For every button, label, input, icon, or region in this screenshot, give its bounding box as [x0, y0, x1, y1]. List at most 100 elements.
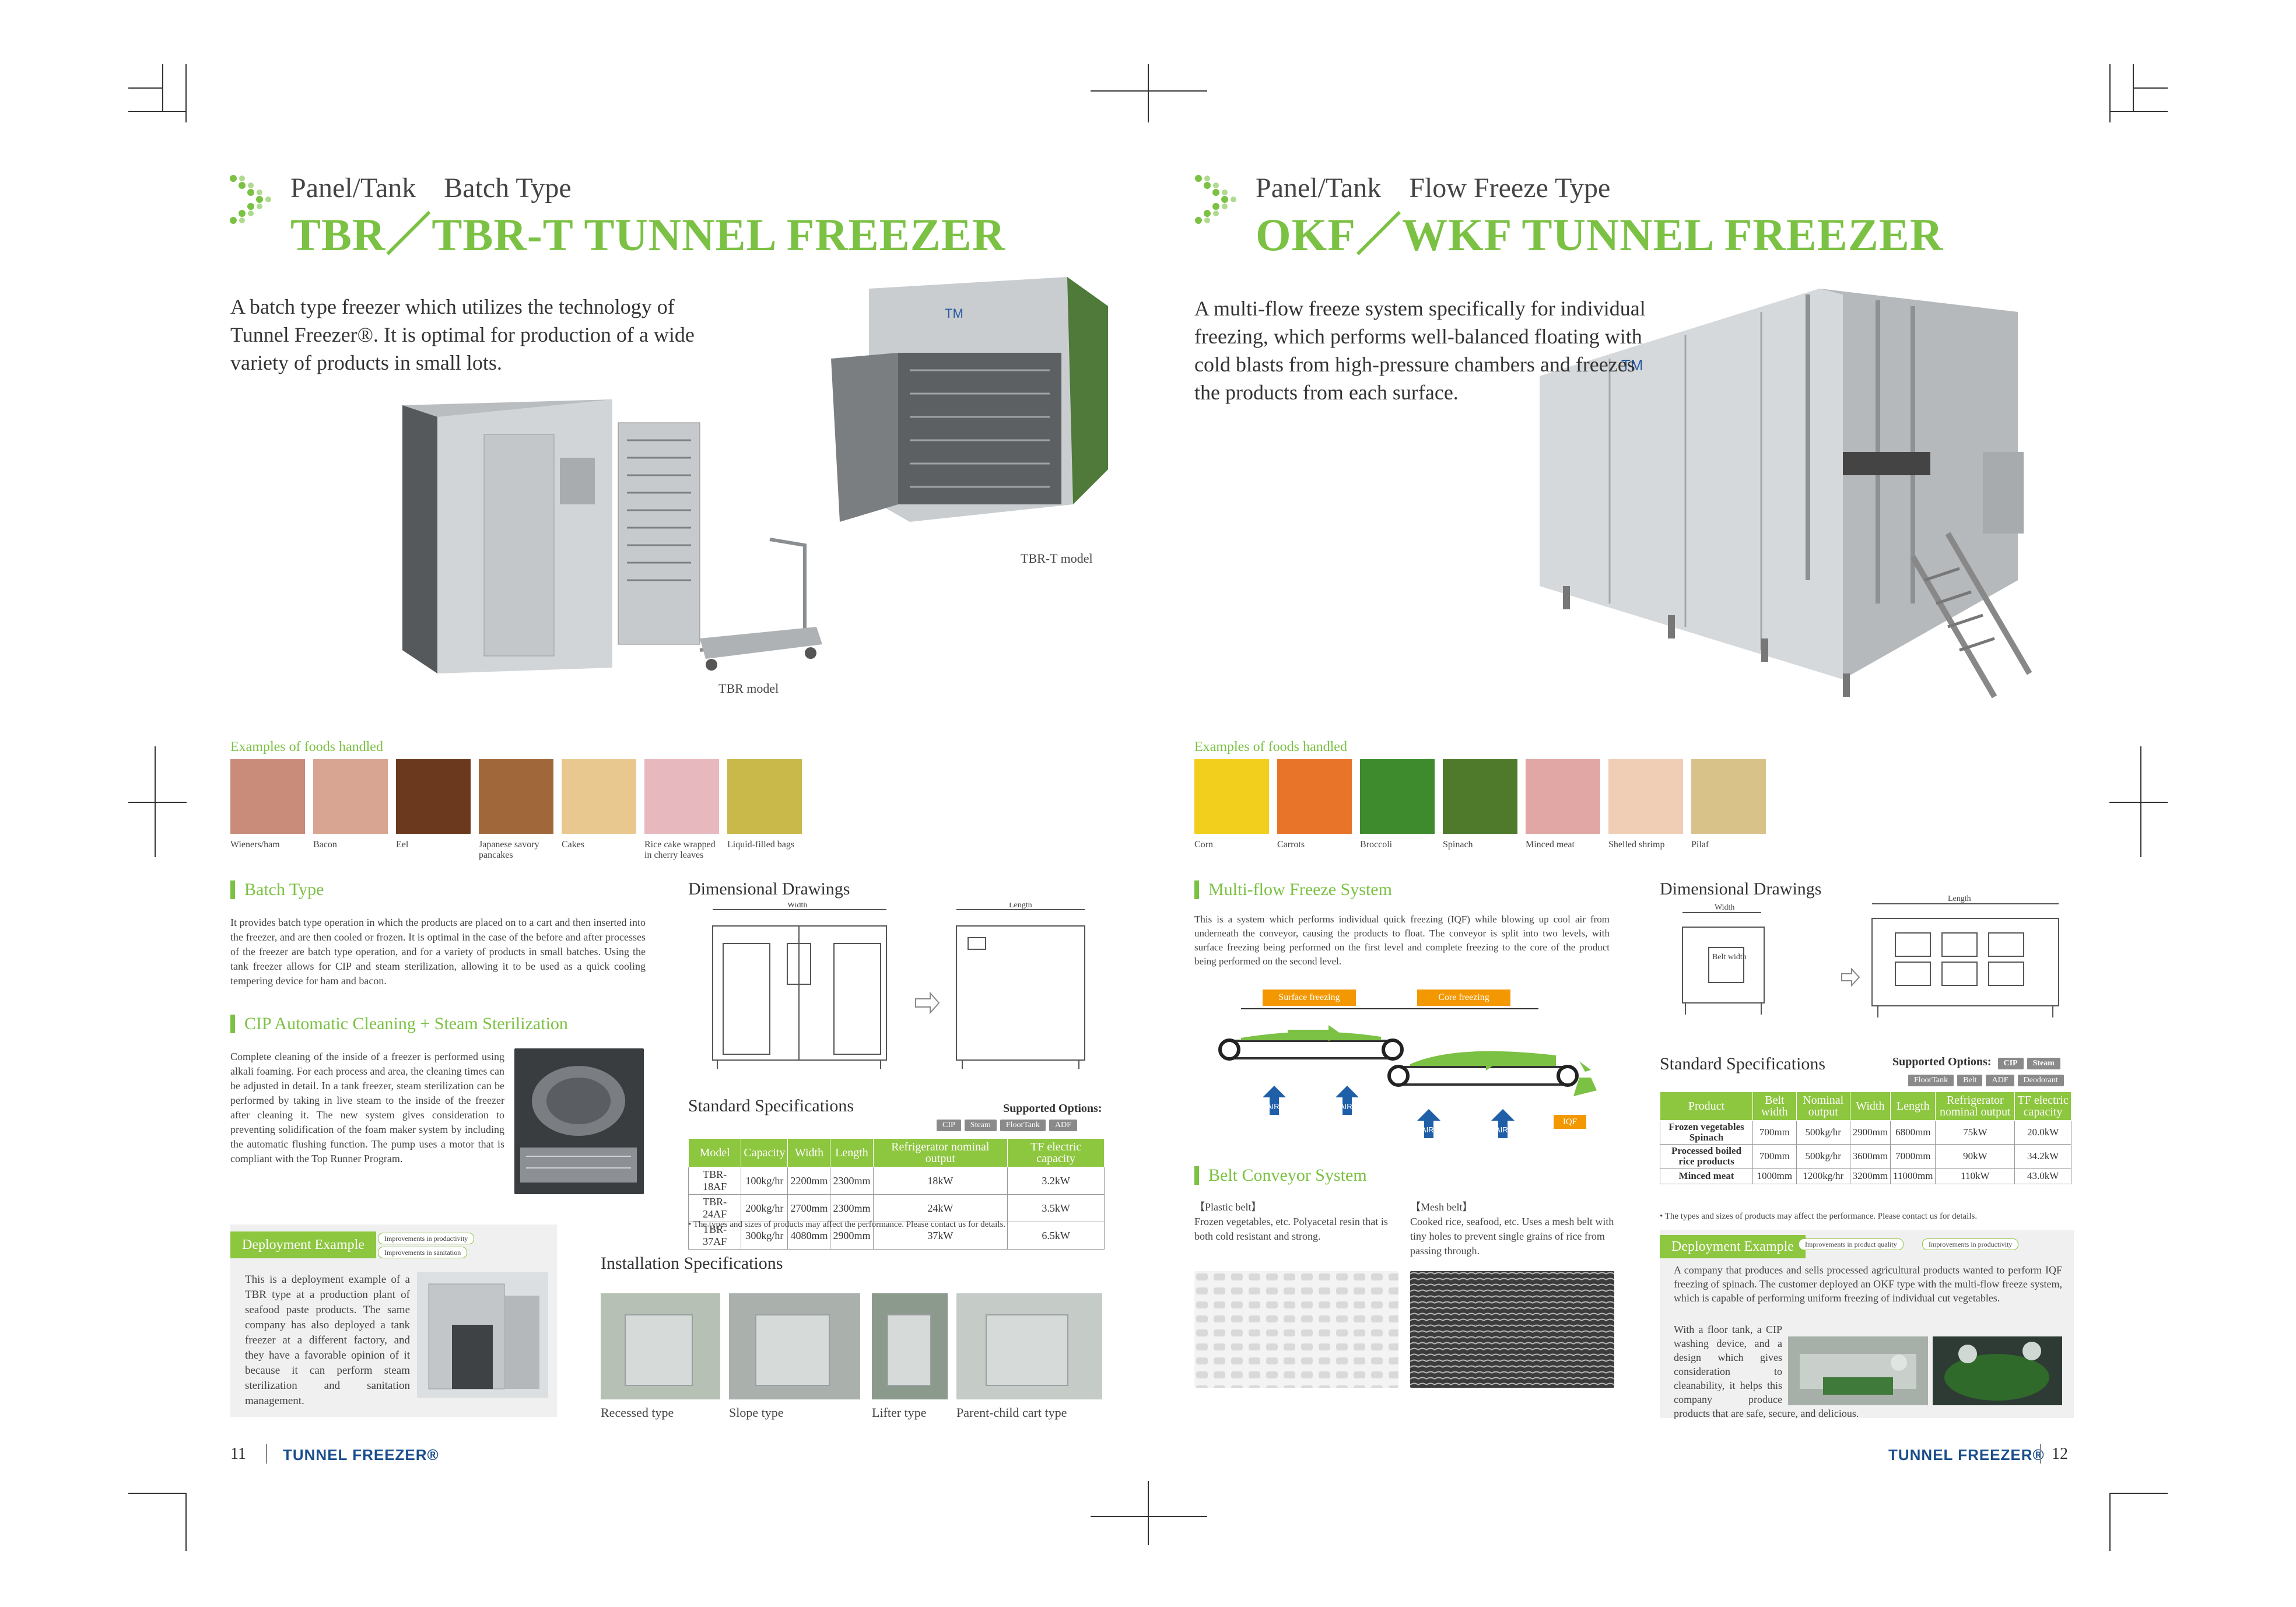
spec-cell: 11000mm [1890, 1168, 1936, 1184]
food-photo [1443, 759, 1517, 834]
deployment-text-content: With a floor tank, a CIP washing device,… [1674, 1324, 1859, 1419]
food-label: Cakes [562, 840, 585, 850]
spec-column-header: TF electric capacity [1007, 1138, 1105, 1167]
spec-column-header: Refrigerator nominal output [872, 1138, 1008, 1167]
air-label: AIR [1340, 1102, 1352, 1111]
mesh-belt-desc: Cooked rice, seafood, etc. Uses a mesh b… [1410, 1216, 1614, 1257]
iqf-label: IQF [1554, 1115, 1586, 1129]
chevron-bullet-icon [1195, 175, 1236, 224]
food-label: Shelled shrimp [1608, 840, 1665, 850]
food-label: Bacon [313, 840, 337, 850]
spec-column-header: TF electric capacity [2014, 1092, 2071, 1121]
deployment-heading: Deployment Example [230, 1231, 376, 1258]
cip-photo [514, 1048, 644, 1194]
spec-cell: 3200mm [1849, 1168, 1891, 1184]
installation-caption: Slope type [729, 1405, 784, 1420]
spec-column-header: Length [1890, 1092, 1936, 1121]
option-badge: FloorTank [1000, 1120, 1046, 1131]
spec-cell: 2300mm [830, 1167, 874, 1195]
spec-cell: 2700mm [787, 1194, 831, 1222]
spec-cell: Processed boiled rice products [1660, 1144, 1753, 1169]
section-heading-cip: CIP Automatic Cleaning + Steam Steriliza… [230, 1015, 568, 1033]
spec-cell: TBR-24AF [688, 1194, 742, 1222]
supported-options-label-text: Supported Options: [1892, 1055, 1992, 1068]
spec-cell: TBR-18AF [688, 1167, 742, 1195]
deployment-photo [417, 1272, 548, 1398]
batch-type-text: It provides batch type operation in whic… [230, 917, 646, 987]
deployment-text: This is a deployment example of a TBR ty… [245, 1272, 548, 1409]
page-subtitle: Panel/Tank Batch Type [290, 173, 572, 203]
spec-cell: 2900mm [830, 1222, 874, 1250]
spec-cell: 1200kg/hr [1796, 1168, 1850, 1184]
food-photo [644, 759, 719, 834]
air-label: AIR [1495, 1125, 1508, 1134]
deployment-text: A company that produces and sells proces… [1674, 1264, 2062, 1304]
food-label: Wieners/ham [230, 840, 280, 850]
food-label: Spinach [1443, 840, 1473, 850]
food-label: Carrots [1277, 840, 1305, 850]
supported-options-label: Supported Options: [1003, 1102, 1102, 1115]
option-badge: ADF [1049, 1120, 1077, 1131]
multiflow-diagram [1218, 1008, 1597, 1096]
installation-photo [601, 1293, 720, 1399]
dim-belt-width-label: Belt width [1712, 953, 1747, 962]
spec-cell: 2300mm [830, 1194, 874, 1222]
spec-column-header: Model [688, 1138, 742, 1167]
installation-photo-machine [625, 1314, 693, 1386]
okf-machine-photo: TM [1540, 289, 2032, 699]
spec-cell: 3.5kW [1007, 1194, 1105, 1222]
food-photo [396, 759, 471, 834]
spec-heading: Standard Specifications [1660, 1054, 1826, 1073]
spec-cell: 6800mm [1890, 1120, 1936, 1145]
option-badge: Deodorant [2017, 1075, 2064, 1086]
spec-cell: 2200mm [787, 1167, 831, 1195]
deployment-photo [1788, 1336, 1928, 1405]
food-photo [727, 759, 802, 834]
air-label: AIR [1421, 1125, 1434, 1134]
intro-text: A batch type freezer which utilizes the … [230, 295, 695, 374]
spec-heading: Standard Specifications [688, 1096, 854, 1115]
spec-note: • The types and sizes of products may af… [1660, 1212, 1978, 1221]
page-subtitle: Panel/Tank Flow Freeze Type [1256, 173, 1611, 203]
spec-cell: 700mm [1752, 1144, 1797, 1169]
page-title: TBR／TBR-T TUNNEL FREEZER [290, 209, 1006, 260]
spec-cell: 110kW [1935, 1168, 2015, 1184]
spec-cell: 90kW [1935, 1144, 2015, 1169]
installation-photo [872, 1293, 948, 1399]
spec-cell: 6.5kW [1007, 1222, 1105, 1250]
food-label: Corn [1194, 840, 1213, 850]
deploy-tag: Improvements in productivity [1922, 1238, 2019, 1250]
dim-drawing-heading: Dimensional Drawings [688, 879, 850, 899]
spec-cell: 700mm [1752, 1120, 1797, 1145]
food-label: Eel [396, 840, 409, 850]
food-label: Pilaf [1691, 840, 1709, 850]
food-photo [1360, 759, 1435, 834]
installation-heading: Installation Specifications [601, 1254, 783, 1273]
installation-photo [729, 1293, 860, 1399]
deployment-photos [1788, 1336, 2062, 1405]
section-heading-batch-type: Batch Type [230, 880, 324, 899]
option-badge: CIP [1997, 1058, 2024, 1069]
food-label: Broccoli [1360, 840, 1393, 850]
spec-column-header: Length [830, 1138, 874, 1167]
tbr-caption: TBR model [718, 681, 779, 696]
spec-cell: 75kW [1935, 1120, 2015, 1145]
spec-cell: 200kg/hr [741, 1194, 788, 1222]
food-photo [479, 759, 553, 834]
food-label: Japanese savory pancakes [479, 840, 539, 860]
spec-cell: 7000mm [1890, 1144, 1936, 1169]
spec-cell: 100kg/hr [741, 1167, 788, 1195]
section-heading-multiflow: Multi-flow Freeze System [1194, 880, 1392, 899]
food-photo [1608, 759, 1683, 834]
foods-label: Examples of foods handled [1194, 739, 1347, 755]
installation-photo-machine [986, 1314, 1068, 1386]
air-arrow-icon [1263, 1086, 1286, 1115]
spec-column-header: Refrigerator nominal output [1935, 1092, 2015, 1121]
spec-column-header: Width [1849, 1092, 1891, 1121]
spec-cell: TBR-37AF [688, 1222, 742, 1250]
